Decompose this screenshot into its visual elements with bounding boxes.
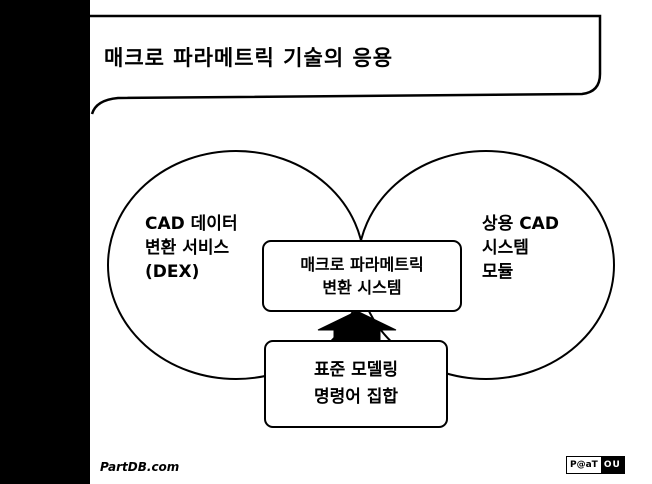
- standard-modeling-line-1: 표준 모델링: [313, 360, 399, 380]
- footer-logo-right: OU: [600, 457, 624, 473]
- up-arrow: [317, 310, 397, 341]
- footer-source: PartDB.com: [100, 460, 180, 474]
- title-frame: [90, 14, 602, 115]
- macro-parametric-box: 매크로 파라메트릭 변환 시스템: [262, 240, 462, 312]
- footer-logo-left: P@aT: [567, 457, 601, 473]
- standard-modeling-line-2: 명령어 집합: [313, 387, 399, 407]
- left-circle-label: CAD 데이터 변환 서비스 (DEX): [145, 212, 238, 284]
- macro-parametric-line-1: 매크로 파라메트릭: [300, 255, 424, 274]
- right-circle-line-2: 시스템: [482, 238, 529, 258]
- right-circle-line-3: 모듈: [482, 262, 514, 282]
- slide-title: 매크로 파라메트릭 기술의 응용: [104, 45, 394, 70]
- footer-logo: P@aT OU: [566, 456, 625, 474]
- left-circle-line-1: CAD 데이터: [145, 214, 238, 234]
- left-circle-line-3: (DEX): [145, 262, 200, 282]
- standard-modeling-box: 표준 모델링 명령어 집합: [264, 340, 448, 428]
- left-black-bar: [0, 0, 90, 484]
- right-circle-line-1: 상용 CAD: [482, 214, 559, 234]
- right-circle-label: 상용 CAD 시스템 모듈: [482, 212, 559, 284]
- macro-parametric-line-2: 변환 시스템: [322, 278, 402, 297]
- left-circle-line-2: 변환 서비스: [145, 238, 230, 258]
